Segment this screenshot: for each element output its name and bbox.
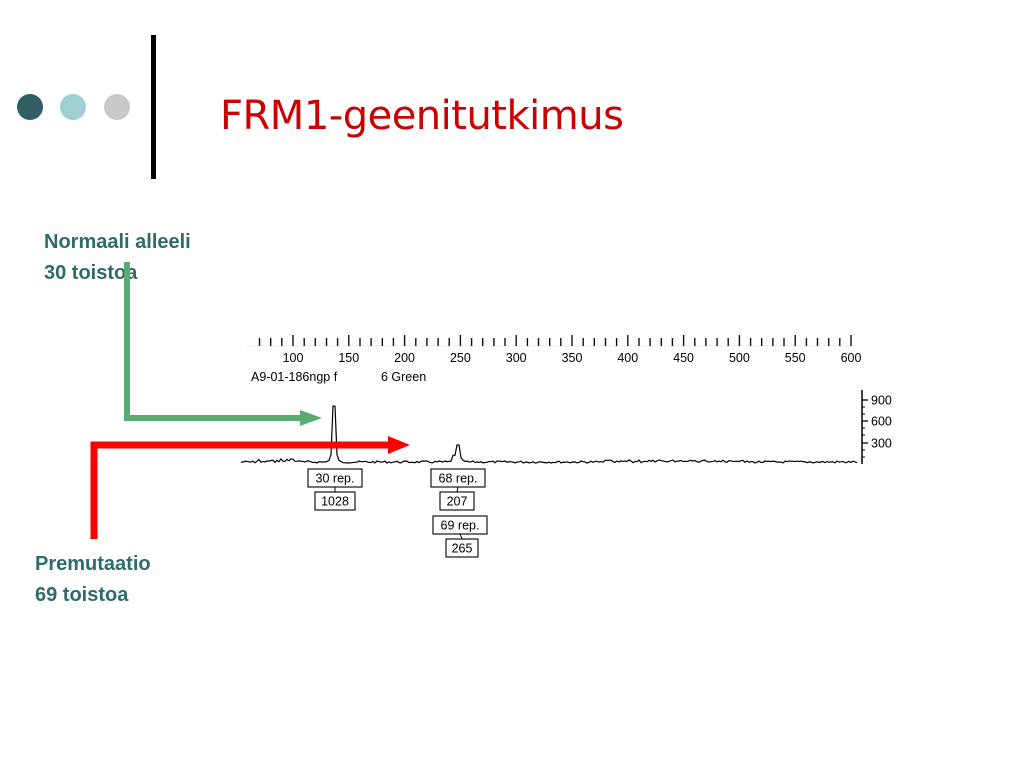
x-tick-label: 100 (283, 351, 304, 365)
normal-allele-line-2: 30 toistoa (44, 262, 138, 284)
electropherogram-trace (240, 405, 858, 464)
y-axis-scale: 900 600 300 (861, 390, 892, 464)
peak-height-label: 207 (447, 495, 468, 509)
x-tick-label: 450 (673, 351, 694, 365)
normal-allele-line-1: Normaali alleeli (44, 231, 191, 253)
peak-label: 68 rep. 207 (430, 468, 486, 511)
gray-dot (104, 94, 130, 120)
ruler-ticks (258, 335, 852, 346)
light-teal-dot (60, 94, 86, 120)
dark-teal-dot (17, 94, 43, 120)
peak-label-connector (456, 486, 459, 493)
peak-repeat-label: 68 rep. (439, 472, 478, 486)
peak-label: 69 rep. 265 (432, 515, 488, 558)
x-tick-label: 300 (506, 351, 527, 365)
y-tick-label: 900 (871, 394, 892, 408)
premutation-arrow-line (90, 441, 392, 539)
title-divider (151, 35, 156, 179)
x-axis-ruler: 100 150 200 250 300 350 400 450 500 550 600 (246, 335, 861, 365)
y-ticks: 900 600 300 (862, 394, 892, 458)
premutation-arrow-head (388, 436, 410, 454)
x-tick-label: 400 (617, 351, 638, 365)
normal-allele-label: Normaali alleeli 30 toistoa (44, 227, 191, 289)
peak-height-label: 265 (452, 542, 473, 556)
premutation-line-1: Premutaatio (35, 553, 151, 575)
peak-label: 30 rep. 1028 (307, 468, 363, 511)
x-tick-label: 250 (450, 351, 471, 365)
x-tick-labels: 100 150 200 250 300 350 400 450 500 550 600 (283, 351, 862, 365)
y-tick-label: 300 (871, 437, 892, 451)
x-tick-label: 600 (841, 351, 862, 365)
peak-height-label: 1028 (321, 495, 349, 509)
premutation-arrow (90, 436, 410, 539)
x-tick-label: 550 (785, 351, 806, 365)
normal-allele-arrow (124, 262, 322, 426)
y-tick-label: 600 (871, 415, 892, 429)
peak-repeat-label: 30 rep. (316, 472, 355, 486)
x-tick-label: 500 (729, 351, 750, 365)
normal-allele-arrow-head (300, 410, 322, 426)
slide-title: FRM1-geenitutkimus (220, 93, 624, 139)
x-tick-label: 350 (562, 351, 583, 365)
peak-label-connector (459, 533, 463, 540)
premutation-label: Premutaatio 69 toistoa (35, 549, 151, 611)
premutation-line-2: 69 toistoa (35, 584, 129, 606)
peak-repeat-label: 69 rep. (441, 519, 480, 533)
normal-allele-arrow-line (124, 262, 308, 421)
x-tick-label: 150 (338, 351, 359, 365)
x-tick-label: 200 (394, 351, 415, 365)
dye-label: 6 Green (381, 370, 426, 384)
sample-label: A9-01-186ngp f (251, 370, 338, 384)
peak-labels: 30 rep. 1028 68 rep. 207 69 rep. 265 (307, 468, 488, 558)
